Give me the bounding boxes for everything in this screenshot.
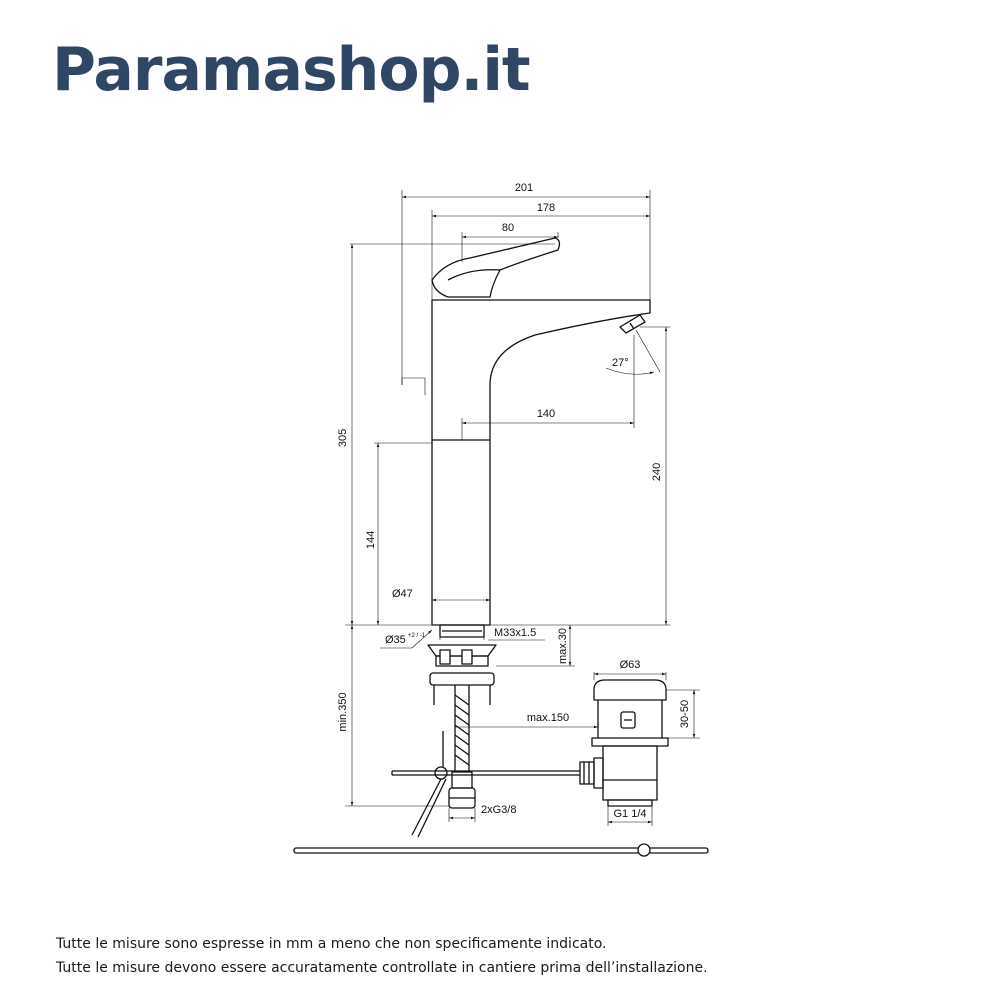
faucet-outline [293, 237, 709, 857]
dim-hole-diameter: Ø35 [385, 634, 406, 646]
dim-handle-length: 80 [502, 222, 514, 234]
dim-total-height: 305 [337, 429, 349, 447]
dim-spout-angle: 27° [612, 357, 629, 369]
note-line: Tutte le misure sono espresse in mm a me… [56, 936, 607, 952]
dim-drain-range: 30-50 [679, 700, 691, 728]
dim-hose-length: max.150 [527, 712, 569, 724]
note-line: Tutte le misure devono essere accuratame… [56, 960, 708, 976]
measurement-notes: Tutte le misure sono espresse in mm a me… [56, 932, 956, 980]
dim-min-height: min.350 [337, 692, 349, 731]
brand-logo: Paramashop.it [52, 35, 531, 105]
dim-drain-thread: G1 1/4 [613, 808, 646, 820]
dim-spout-length: 178 [537, 202, 555, 214]
dim-spout-height: 240 [651, 463, 663, 481]
dim-drain-diameter: Ø63 [620, 659, 641, 671]
dim-spout-reach: 140 [537, 408, 555, 420]
dim-hole-tolerance: +2 / -1 [408, 633, 426, 639]
dim-connections: 2xG3/8 [481, 804, 516, 816]
dim-body-height: 144 [365, 531, 377, 549]
dim-body-diameter: Ø47 [392, 588, 413, 600]
dimension-labels: 201 178 80 305 27° 140 240 144 Ø47 Ø35 +… [337, 182, 691, 820]
dim-thread: M33x1.5 [494, 627, 536, 639]
dim-total-length: 201 [515, 182, 533, 194]
dim-max-deck-thickness: max.30 [557, 628, 569, 664]
dimension-lines [345, 190, 700, 826]
